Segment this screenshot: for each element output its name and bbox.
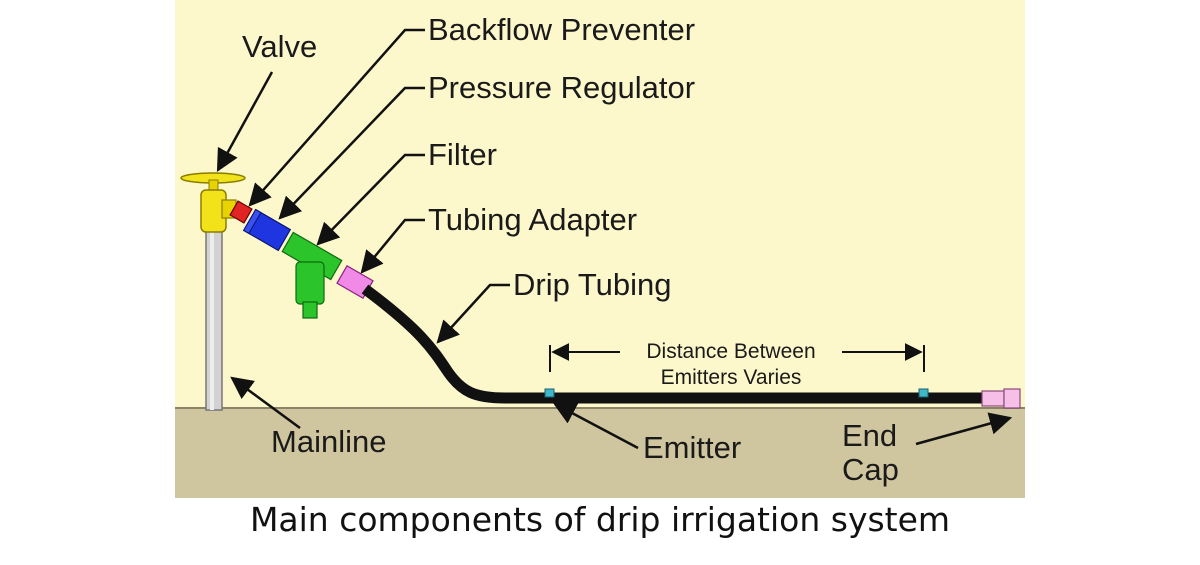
- filter: [281, 231, 343, 319]
- backflow-preventer-leader: [248, 28, 425, 207]
- mainline-label: Mainline: [271, 424, 386, 459]
- distance-label-line2: Emitters Varies: [661, 366, 802, 389]
- end-cap-label-line1: End: [842, 418, 897, 453]
- backflow-preventer-label: Backflow Preventer: [428, 12, 695, 47]
- emitter-label: Emitter: [643, 430, 741, 465]
- end-cap-leader: [915, 412, 1013, 446]
- distance-label-line1: Distance Between: [646, 340, 815, 363]
- pressure-regulator: [242, 208, 292, 252]
- filter-label: Filter: [428, 137, 497, 172]
- pressure-regulator-leader: [278, 86, 425, 220]
- mainline-pipe-highlight: [210, 228, 214, 410]
- emitter-2: [918, 388, 929, 398]
- valve-leader: [216, 71, 274, 172]
- filter-leader: [316, 153, 425, 246]
- drip-tubing: [361, 284, 985, 404]
- valve-label: Valve: [242, 29, 317, 64]
- end-cap-label-line2: Cap: [842, 452, 899, 487]
- mainline-leader: [230, 376, 301, 430]
- drip-irrigation-diagram: Valve Backflow Preventer Pressure Regula…: [175, 0, 1025, 498]
- tubing-adapter-leader: [360, 218, 425, 274]
- emitter-1: [544, 388, 555, 398]
- emitter-leader: [553, 402, 639, 450]
- valve: [180, 172, 246, 233]
- end-cap: [981, 390, 1005, 407]
- ground: [175, 408, 1025, 498]
- sky-background: [175, 0, 1025, 410]
- tubing-adapter-label: Tubing Adapter: [428, 202, 637, 237]
- drip-tubing-label: Drip Tubing: [513, 267, 672, 302]
- drip-tubing-leader: [436, 283, 510, 344]
- figure-caption: Main components of drip irrigation syste…: [249, 500, 951, 539]
- end-cap-rim: [1003, 388, 1021, 409]
- backflow-preventer: [229, 200, 253, 224]
- pressure-regulator-label: Pressure Regulator: [428, 70, 695, 105]
